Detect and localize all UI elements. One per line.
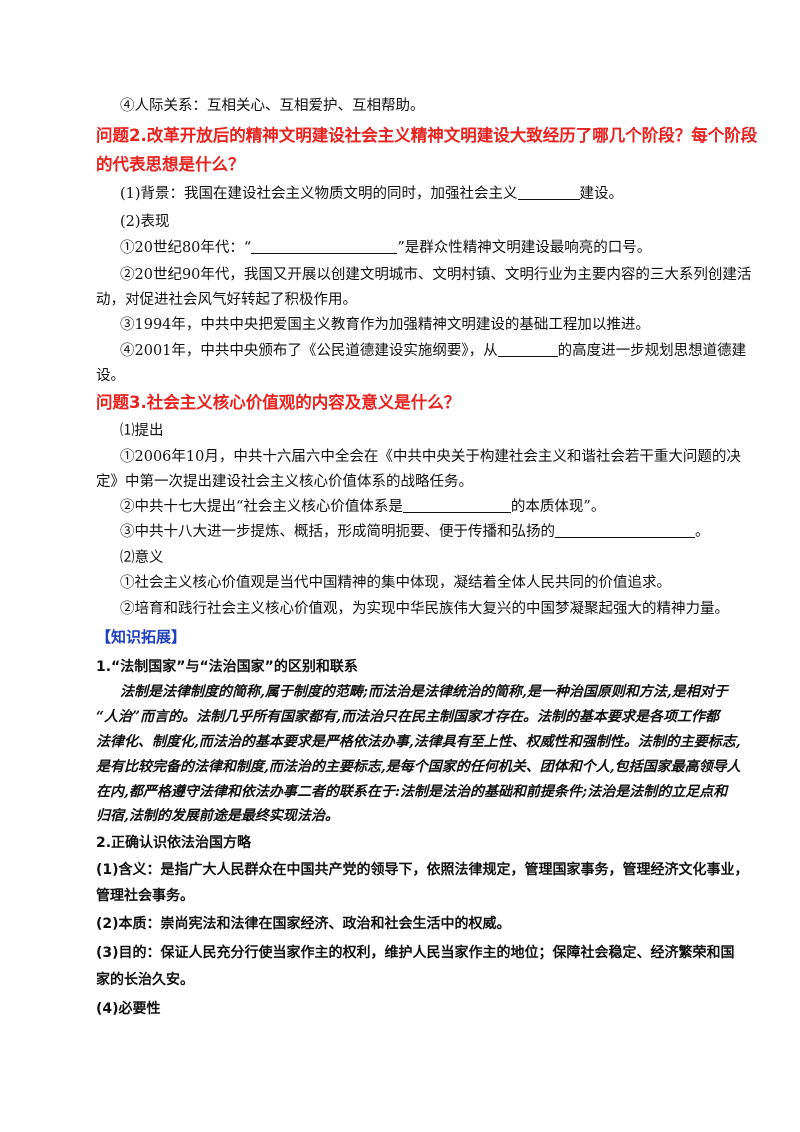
paragraph-line: (2)本质：崇尚宪法和法律在国家经济、政治和社会生活中的权威。	[96, 916, 511, 932]
text-line: 动，对促进社会风气好转起了积极作用。	[96, 292, 357, 308]
background-line: (1)背景：我国在建设社会主义物质文明的同时，加强社会主义建设。	[120, 185, 624, 202]
text-line: ③1994年，中共中央把爱国主义教育作为加强精神文明建设的基础工程加以推进。	[120, 317, 650, 333]
paragraph-line: 管理社会事务。	[96, 888, 194, 904]
knowledge-extension-heading: 【知识拓展】	[96, 628, 187, 646]
text-line: ①社会主义核心价值观是当代中国精神的集中体现，凝结着全体人民共同的价值追求。	[120, 575, 671, 591]
text-line: ①2006年10月，中共十六届六中全会在《中共中央关于构建社会主义和谐社会若干重…	[120, 449, 741, 465]
text-line: ④人际关系：互相关心、互相爱护、互相帮助。	[120, 98, 425, 114]
text-line: ②中共十七大提出“社会主义核心价值体系是的本质体现”。	[120, 498, 606, 515]
paragraph-line: 归宿,法制的发展前途是最终实现法治。	[96, 808, 339, 824]
text-line: (2)表现	[120, 214, 170, 230]
text-line: ⑵意义	[120, 550, 164, 566]
paragraph-line: (1)含义：是指广大人民群众在中国共产党的领导下，依照法律规定，管理国家事务，管…	[96, 862, 749, 878]
text-line: ②20世纪90年代，我国又开展以创建文明城市、文明村镇、文明行业为主要内容的三大…	[120, 267, 752, 283]
fill-blank[interactable]	[517, 185, 580, 200]
paragraph-line: 是有比较完备的法律和制度,而法治的主要标志,是每个国家的任何机关、团体和个人,包…	[96, 759, 741, 775]
question-3-heading: 问题3.社会主义核心价值观的内容及意义是什么？	[96, 393, 461, 412]
text-line: ⑴提出	[120, 423, 164, 439]
paragraph-line: (3)目的：保证人民充分行使当家作主的权利，维护人民当家作主的地位；保障社会稳定…	[96, 945, 735, 961]
paragraph-line: (4)必要性	[96, 1001, 161, 1017]
text-line: ④2001年，中共中央颁布了《公民道德建设实施纲要》，从的高度进一步规划思想道德…	[120, 342, 747, 359]
text-line: 设。	[96, 368, 125, 384]
paragraph-line: 在内,都严格遵守法律和依法办事二者的联系在于:法制是法治的基础和前提条件;法治是…	[96, 784, 728, 800]
fill-blank[interactable]	[497, 342, 558, 357]
paragraph-line: “人治”而言的。法制几乎所有国家都有,而法治只在民主制国家才存在。法制的基本要求…	[96, 709, 719, 725]
subsection-heading: 2.正确认识依法治国方略	[96, 835, 252, 851]
question-2-heading: 问题2.改革开放后的精神文明建设社会主义精神文明建设大致经历了哪几个阶段？每个阶…	[96, 126, 758, 145]
text-line: ②培育和践行社会主义核心价值观，为实现中华民族伟大复兴的中国梦凝聚起强大的精神力…	[120, 601, 729, 617]
text-line: ③中共十八大进一步提炼、概括，形成简明扼要、便于传播和弘扬的。	[120, 523, 710, 540]
paragraph-line: 家的长治久安。	[96, 972, 194, 988]
paragraph-line: 法律化、制度化,而法治的基本要求是严格依法办事,法律具有至上性、权威性和强制性。…	[96, 734, 741, 750]
question-2-heading-cont: 的代表思想是什么？	[96, 155, 245, 174]
paragraph-line: 法制是法律制度的简称,属于制度的范畴;而法治是法律统治的简称,是一种治国原则和方…	[120, 684, 728, 700]
fill-blank[interactable]	[251, 239, 398, 254]
fill-blank[interactable]	[402, 498, 511, 513]
subsection-heading: 1.“法制国家”与“法治国家”的区别和联系	[96, 659, 358, 675]
text-line: 定》中第一次提出建设社会主义核心价值体系的战略任务。	[96, 474, 473, 490]
text-line: ①20世纪80年代：“”是群众性精神文明建设最响亮的口号。	[120, 239, 652, 256]
fill-blank[interactable]	[555, 523, 695, 538]
